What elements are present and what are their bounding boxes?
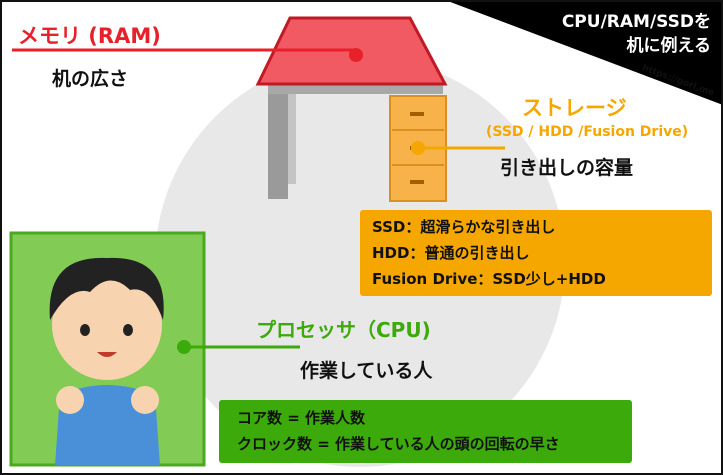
- processor-label: プロセッサ（CPU): [256, 318, 431, 342]
- processor-dot: [177, 340, 191, 354]
- storage-detail: SSD：超滑らかな引き出し: [372, 218, 556, 236]
- memory-dot: [349, 48, 363, 62]
- processor-detail: コア数 = 作業人数: [237, 409, 366, 427]
- processor-detail: クロック数 = 作業している人の頭の回転の早さ: [237, 435, 560, 453]
- processor-desc: 作業している人: [300, 360, 433, 382]
- person-illustration: [49, 257, 164, 465]
- title-banner: [445, 0, 723, 105]
- storage-detail: Fusion Drive：SSD少し+HDD: [372, 270, 606, 288]
- title: CPU/RAM/SSDを 机に例える: [562, 10, 711, 58]
- title-line2: 机に例える: [626, 36, 712, 56]
- storage-desc: 引き出しの容量: [500, 157, 634, 179]
- storage-detail: HDD：普通の引き出し: [372, 244, 530, 262]
- storage-sub: (SSD / HDD /Fusion Drive): [486, 124, 689, 140]
- storage-dot: [411, 141, 425, 155]
- memory-label: メモリ (RAM): [18, 24, 161, 48]
- storage-details-box: SSD：超滑らかな引き出し HDD：普通の引き出し Fusion Drive：S…: [360, 210, 712, 296]
- processor-details-box: コア数 = 作業人数 クロック数 = 作業している人の頭の回転の早さ: [219, 400, 632, 463]
- title-line1: CPU/RAM/SSDを: [561, 12, 711, 32]
- storage-label: ストレージ: [522, 96, 627, 120]
- memory-desc: 机の広さ: [52, 68, 129, 90]
